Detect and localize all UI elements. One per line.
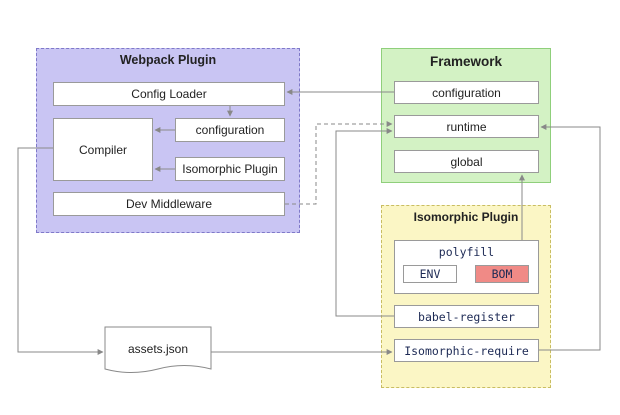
webpack-isomorphic-plugin-box: Isomorphic Plugin: [175, 157, 285, 181]
global-box: global: [394, 150, 539, 173]
framework-configuration-box: configuration: [394, 81, 539, 104]
isomorphic-require-box: Isomorphic-require: [394, 339, 539, 362]
bom-box: BOM: [475, 265, 529, 283]
dev-middleware-box: Dev Middleware: [53, 192, 285, 216]
arrow-require-to-runtime: [539, 124, 601, 351]
isomorphic-plugin-title: Isomorphic Plugin: [413, 210, 519, 224]
webpack-configuration-box: configuration: [175, 118, 285, 142]
env-box: ENV: [403, 265, 457, 283]
arrow-compiler-to-assets: [17, 147, 104, 355]
assets-json-label: assets.json: [128, 342, 188, 356]
webpack-plugin-title: Webpack Plugin: [119, 53, 217, 67]
arrow-middleware-to-runtime: [285, 121, 393, 205]
framework-title: Framework: [429, 54, 503, 69]
assets-document-shape: [104, 326, 212, 373]
config-loader-box: Config Loader: [53, 82, 285, 106]
runtime-box: runtime: [394, 115, 539, 138]
polyfill-label: polyfill: [438, 245, 495, 259]
compiler-box: Compiler: [53, 118, 153, 181]
arrow-babel-to-runtime: [335, 128, 394, 317]
babel-register-box: babel-register: [394, 305, 539, 328]
